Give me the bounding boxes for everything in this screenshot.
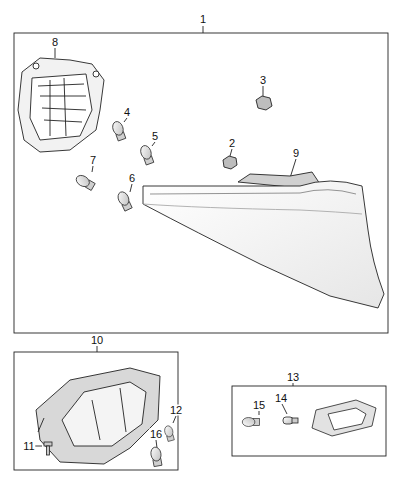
nut: [223, 96, 272, 169]
callout-number: 2: [228, 138, 236, 149]
callout-number: 7: [89, 155, 97, 166]
callout-number: 1: [199, 14, 207, 25]
callout-number: 6: [128, 173, 136, 184]
callout-number: 10: [90, 335, 104, 346]
group-frame: [232, 386, 386, 456]
callout-number: 3: [259, 75, 267, 86]
callout-number: 5: [151, 131, 159, 142]
callout-number: 11: [22, 441, 35, 452]
callout-number: 15: [252, 400, 266, 411]
screw: [44, 442, 52, 455]
group-frame: [14, 352, 178, 470]
bulb-carrier: [18, 58, 104, 152]
callout-number: 8: [51, 37, 59, 48]
wedge-bulb: [283, 417, 298, 424]
callout-number: 16: [149, 429, 163, 440]
callout-number: 14: [274, 393, 288, 404]
lamp-housing: [36, 368, 160, 464]
callout-number: 4: [123, 107, 131, 118]
group-frame: [14, 33, 388, 333]
tail-lamp: [143, 172, 384, 308]
license-lamp: [312, 400, 376, 436]
callout-number: 12: [169, 405, 183, 416]
callout-number: 9: [292, 148, 300, 159]
callout-number: 13: [286, 372, 300, 383]
